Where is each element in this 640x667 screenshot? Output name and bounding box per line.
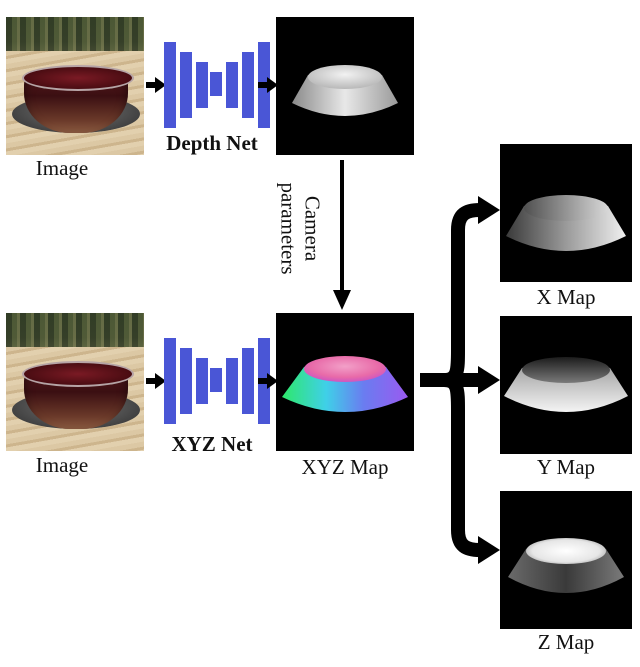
photo-bowl-rim [22, 65, 134, 91]
depth-net-diagram [164, 40, 270, 132]
y-map-label: Y Map [536, 455, 596, 479]
camera-label-line1: Camera [300, 195, 325, 262]
xyz-net-label: XYZ Net [171, 432, 253, 456]
z-map-label: Z Map [537, 630, 595, 654]
x-bowl-shape [506, 195, 626, 251]
depth-map-output [276, 17, 414, 155]
camera-label-line2: parameters [276, 182, 301, 275]
x-map-output [500, 144, 632, 282]
xyz-net-diagram [164, 336, 270, 428]
xyz-map-label: XYZ Map [301, 455, 389, 479]
arrow-depthnet-to-depthmap [258, 77, 278, 93]
arrow-image-to-depthnet [146, 77, 166, 93]
photo-trees [6, 313, 144, 347]
y-map-output [500, 316, 632, 454]
camera-parameters-label: Camera parameters [277, 176, 337, 286]
image-label-bottom: Image [35, 453, 89, 477]
arrow-xyznet-to-xyzmap [258, 373, 278, 389]
depth-net-label: Depth Net [166, 131, 258, 155]
xyz-map-output [276, 313, 414, 451]
photo-trees [6, 17, 144, 51]
camera-parameters-arrow [333, 160, 351, 310]
z-bowl-shape [508, 538, 624, 593]
branch-arrows [420, 196, 500, 564]
z-map-output [500, 491, 632, 629]
photo-bowl-rim [22, 361, 134, 387]
depth-bowl-shape [292, 65, 398, 116]
y-bowl-shape [504, 357, 628, 412]
arrow-image-to-xyznet [146, 373, 166, 389]
input-image-bottom [6, 313, 144, 451]
image-label-top: Image [35, 156, 89, 180]
x-map-label: X Map [536, 285, 596, 309]
xyz-bowl-shape [282, 356, 408, 412]
input-image-top [6, 17, 144, 155]
